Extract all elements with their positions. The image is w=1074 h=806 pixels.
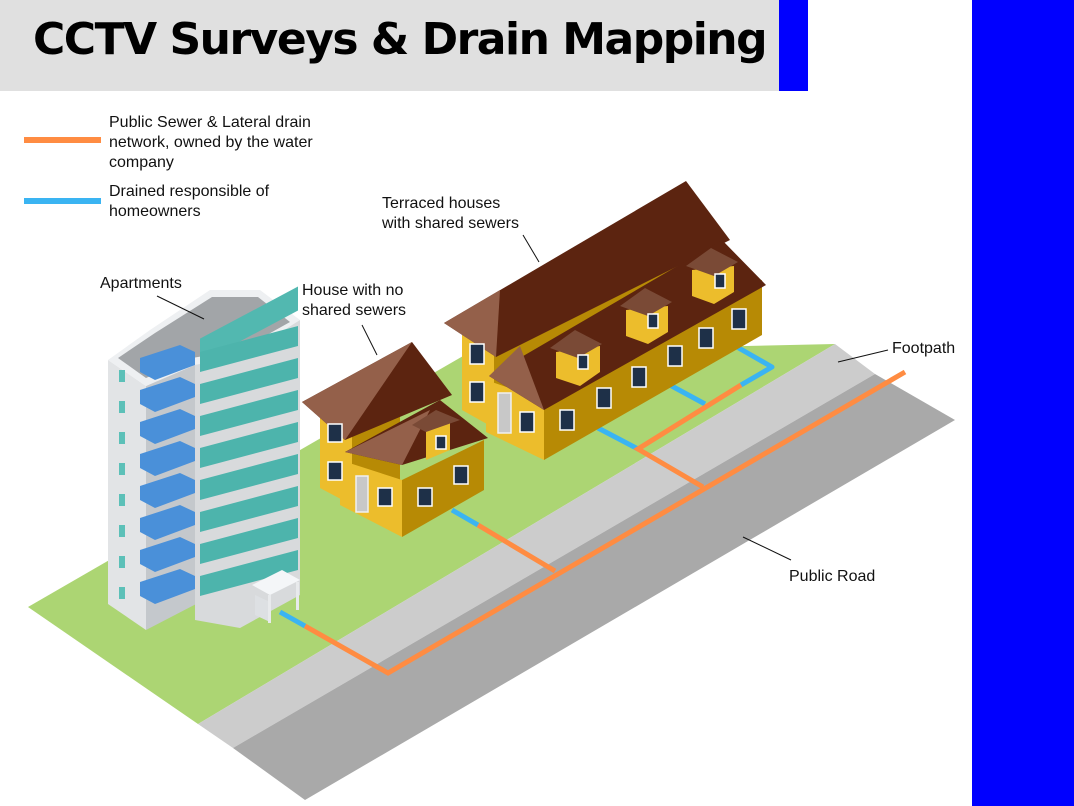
terraced-houses (444, 181, 766, 460)
public-road (233, 374, 955, 800)
public-sewer-network (303, 369, 907, 676)
title-banner (0, 0, 779, 91)
legend-swatch-homeowner-drain (24, 198, 101, 204)
label-terraced-houses: Terraced houses with shared sewers (382, 195, 519, 232)
apartment-side-windows (119, 370, 125, 599)
title-accent-bar (779, 0, 808, 91)
apartment-glass-floors (200, 326, 298, 596)
apartment-entrance-canopy (252, 570, 300, 623)
door (497, 392, 512, 434)
homeowner-drains (278, 344, 775, 629)
label-footpath: Footpath (892, 340, 956, 357)
footpath (198, 344, 875, 748)
page-title: CCTV Surveys & Drain Mapping (33, 14, 768, 65)
legend-label-homeowner-drain: Drained responsible of homeowners (109, 183, 270, 220)
house-no-shared-sewers (302, 342, 488, 537)
apartment-building (108, 286, 300, 630)
legend-swatch-public-sewer (24, 137, 101, 143)
isometric-scene (28, 181, 955, 800)
door (355, 475, 369, 513)
legend-label-public-sewer: Public Sewer & Lateral drain network, ow… (109, 114, 313, 171)
label-apartments: Apartments (100, 275, 182, 292)
apartment-balconies (140, 345, 195, 604)
grass-area (28, 344, 835, 724)
label-public-road: Public Road (789, 568, 876, 585)
label-house-no-shared-sewers: House with no shared sewers (302, 282, 407, 319)
callout-leader-lines (156, 234, 889, 561)
right-side-panel (972, 0, 1074, 806)
